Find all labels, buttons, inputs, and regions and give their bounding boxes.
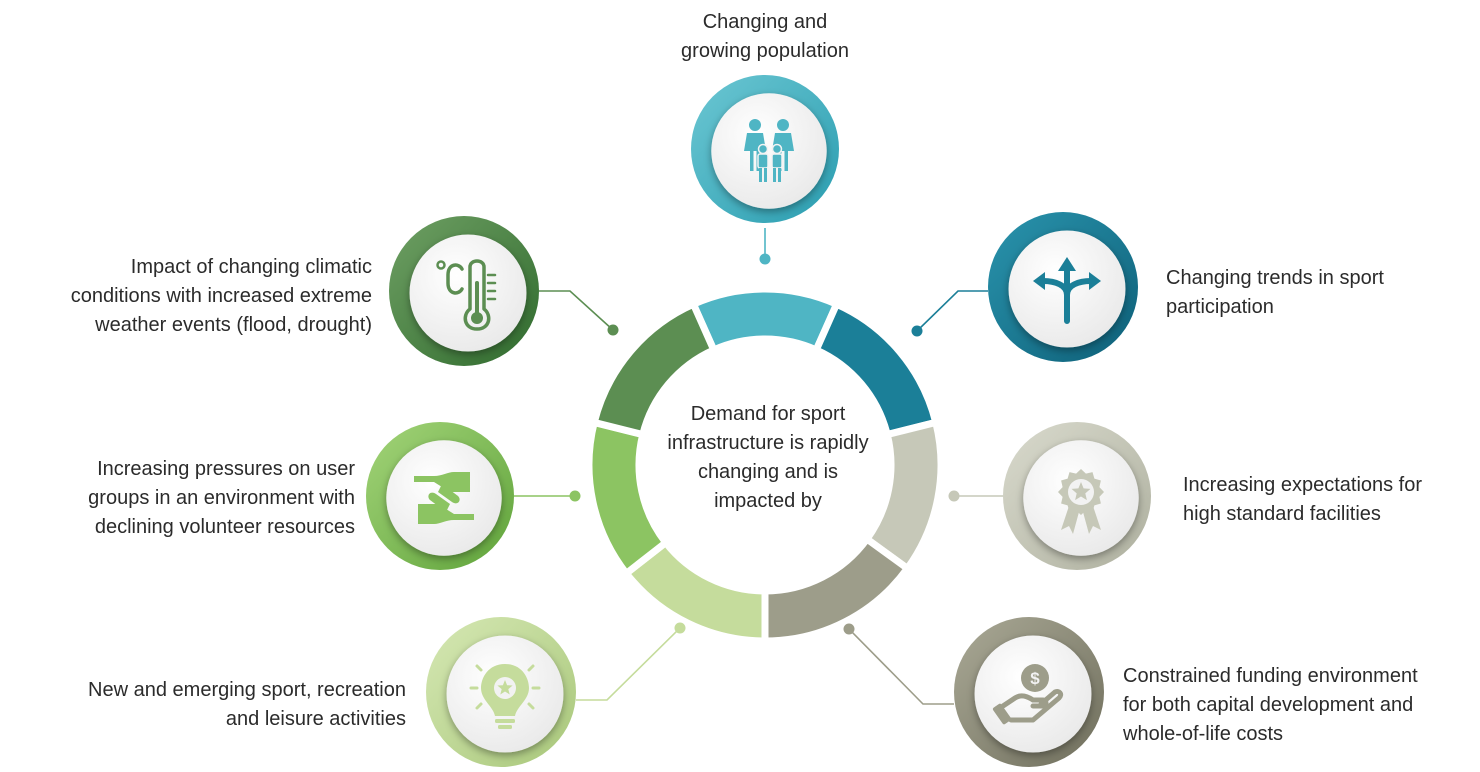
label-funding: Constrained funding environment for both…	[1123, 665, 1418, 745]
node-funding: $	[954, 617, 1104, 767]
label-climate: Impact of changing climatic conditions w…	[70, 256, 372, 336]
connector-line-emerging	[576, 627, 681, 701]
split-arrows-icon	[1033, 257, 1101, 324]
central-ring	[585, 285, 945, 645]
node-volunteers	[366, 422, 514, 570]
connector-dot-funding	[843, 623, 855, 635]
node-climate	[389, 216, 539, 366]
connector-dot-emerging	[674, 622, 686, 634]
label-population: Changing and growing population	[681, 11, 849, 62]
helping-hands-icon	[414, 472, 474, 524]
connector-line-climate	[539, 290, 614, 331]
label-expectations: Increasing expectations for high standar…	[1183, 474, 1423, 525]
connector-dot-climate	[607, 324, 619, 336]
svg-text:$: $	[1030, 669, 1040, 688]
award-ribbon-icon	[1058, 469, 1104, 534]
label-volunteers: Increasing pressures on user groups in a…	[88, 458, 355, 538]
center-statement: Demand for sport infrastructure is rapid…	[662, 400, 874, 516]
family-icon	[744, 119, 794, 182]
ring-center	[641, 341, 889, 589]
connectors	[514, 228, 1003, 705]
connector-dot-expectations	[948, 490, 960, 502]
node-disc-population	[711, 93, 827, 209]
hand-coin-icon: $	[992, 664, 1064, 725]
center-line: infrastructure is rapidly	[667, 432, 869, 454]
connector-dot-trends	[911, 325, 923, 337]
factor-nodes: $	[366, 75, 1151, 767]
connector-dot-population	[759, 253, 771, 265]
lightbulb-star-icon	[469, 664, 541, 729]
center-line: impacted by	[714, 490, 822, 512]
node-expectations	[1003, 422, 1151, 570]
node-disc-volunteers	[386, 440, 502, 556]
connector-line-trends	[916, 290, 988, 332]
ring-segment-population	[688, 285, 842, 355]
node-disc-funding	[974, 635, 1092, 753]
node-trends	[988, 212, 1138, 362]
ring-segment-climate	[589, 299, 719, 439]
node-emerging	[426, 617, 576, 767]
label-emerging: New and emerging sport, recreation and l…	[88, 679, 406, 730]
node-disc-climate	[409, 234, 527, 352]
center-line: changing and is	[697, 461, 839, 483]
thermometer-icon	[436, 259, 497, 331]
connector-dot-volunteers	[569, 490, 581, 502]
label-trends: Changing trends in sport participation	[1166, 267, 1384, 318]
connector-line-funding	[848, 628, 954, 705]
center-line: Demand for sport	[690, 403, 846, 425]
node-population	[691, 75, 839, 223]
